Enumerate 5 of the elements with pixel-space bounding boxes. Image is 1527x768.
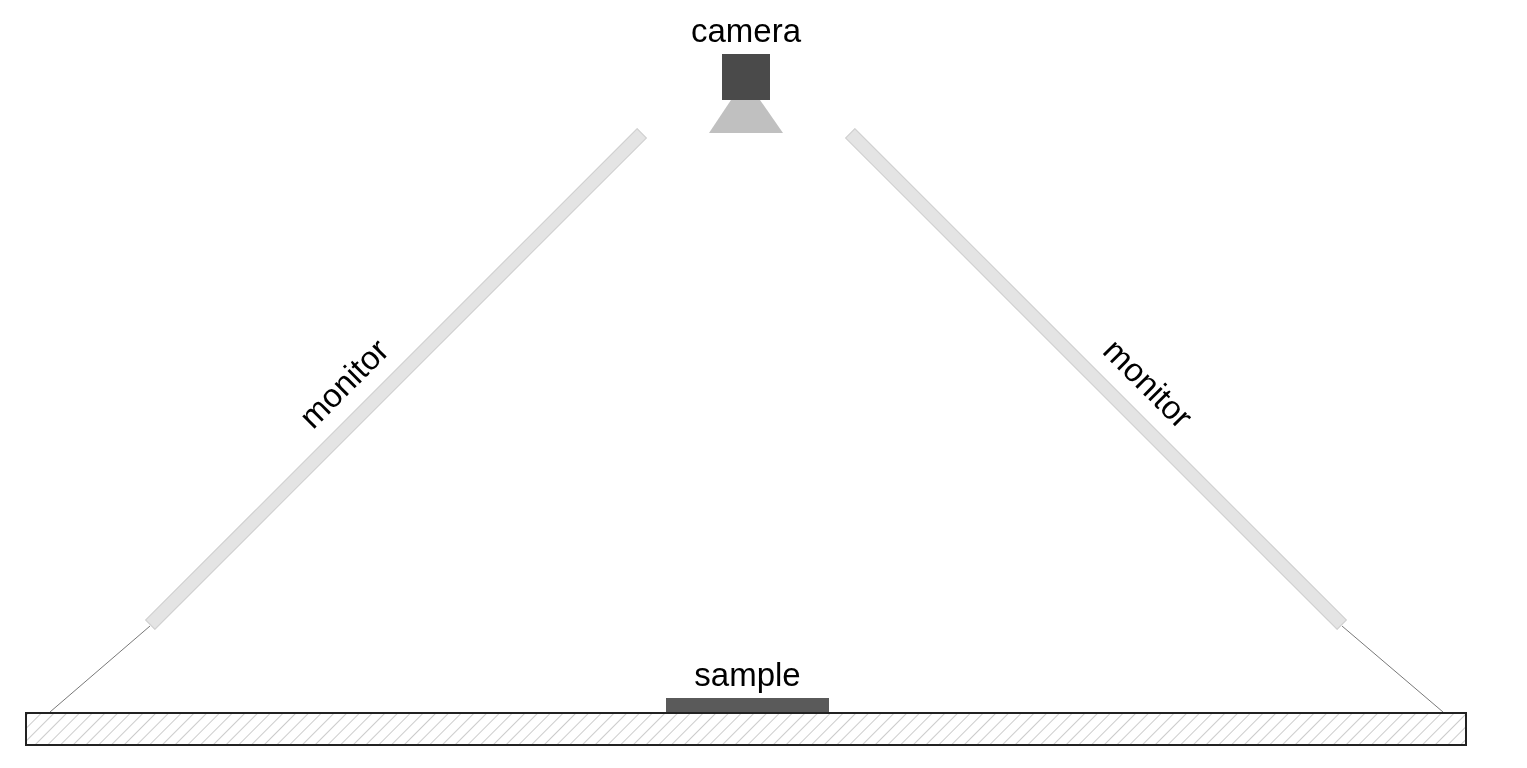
connector-line <box>1341 625 1444 713</box>
sample-label: sample <box>694 658 801 695</box>
hatched-table <box>25 712 1467 746</box>
connector-line <box>49 625 151 713</box>
camera-label: camera <box>690 14 801 51</box>
